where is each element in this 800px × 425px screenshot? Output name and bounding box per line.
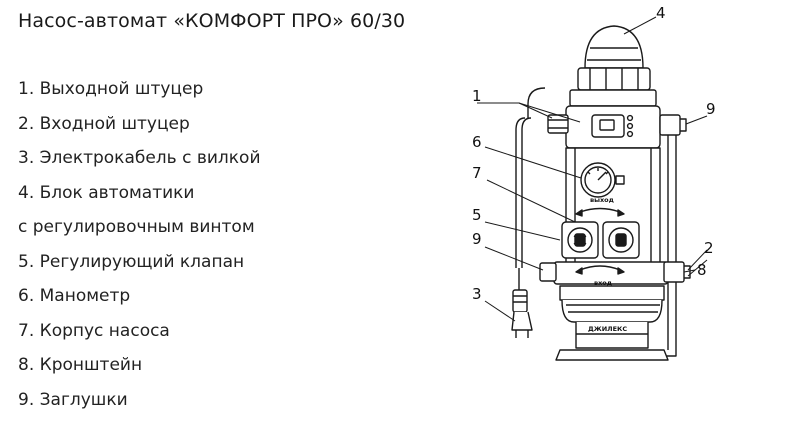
legend-item-outlet-fitting: 1. Выходной штуцер: [18, 79, 204, 99]
legend-item-power-cable: 3. Электрокабель с вилкой: [18, 148, 261, 168]
motor-shape: [555, 285, 669, 361]
valve-right-shape: [602, 221, 640, 259]
callout-2: 2: [704, 239, 714, 257]
legend-item-bracket: 8. Кронштейн: [18, 355, 143, 375]
power-cable-shape: [511, 268, 533, 338]
legend-item-control-valve: 5. Регулирующий клапан: [18, 251, 245, 272]
legend-item-control-unit-cont: с регулировочным винтом: [18, 217, 255, 237]
page-title: Насос-автомат «КОМФОРТ ПРО» 60/30: [18, 10, 406, 32]
callout-9-upper: 9: [706, 100, 716, 118]
callout-9-lower: 9: [472, 230, 482, 248]
parts-legend: 1. Выходной штуцер 2. Входной штуцер 3. …: [18, 72, 261, 417]
callout-8: 8: [697, 261, 707, 279]
legend-item-control-unit: 4. Блок автоматики: [18, 182, 195, 203]
control-unit-cap-shape: [569, 25, 657, 107]
legend-item-inlet-fitting: 2. Входной штуцер: [18, 113, 190, 134]
leader-lines: [477, 16, 708, 322]
outlet-arrow-shape: [575, 207, 625, 217]
control-unit-block-shape: [565, 105, 661, 149]
callout-7: 7: [472, 164, 482, 182]
bracket-shape: [662, 119, 677, 357]
callout-6: 6: [472, 133, 482, 151]
legend-item-plugs: 9. Заглушки: [18, 389, 128, 410]
manometer-shape: [580, 162, 625, 198]
legend-item-pump-body: 7. Корпус насоса: [18, 320, 170, 341]
legend-item-pressure-gauge: 6. Манометр: [18, 286, 131, 306]
lower-plug-shape: [539, 262, 557, 282]
callout-5: 5: [472, 206, 482, 224]
brand-label: ДЖИЛЕКС: [588, 325, 627, 333]
capillary-tube-shape: [515, 87, 546, 268]
callout-4: 4: [656, 4, 666, 22]
outlet-label: выход: [590, 196, 614, 204]
callout-3: 3: [472, 285, 482, 303]
callout-1: 1: [472, 87, 482, 105]
inlet-label: вход: [594, 279, 612, 287]
upper-plug-shape: [659, 114, 687, 136]
pump-diagram: выход вход ДЖИЛЕКС 1 2 3 4 5 6 7 8 9 9: [472, 4, 716, 361]
valve-left-shape: [561, 221, 599, 259]
outlet-fitting-shape: [547, 114, 569, 134]
